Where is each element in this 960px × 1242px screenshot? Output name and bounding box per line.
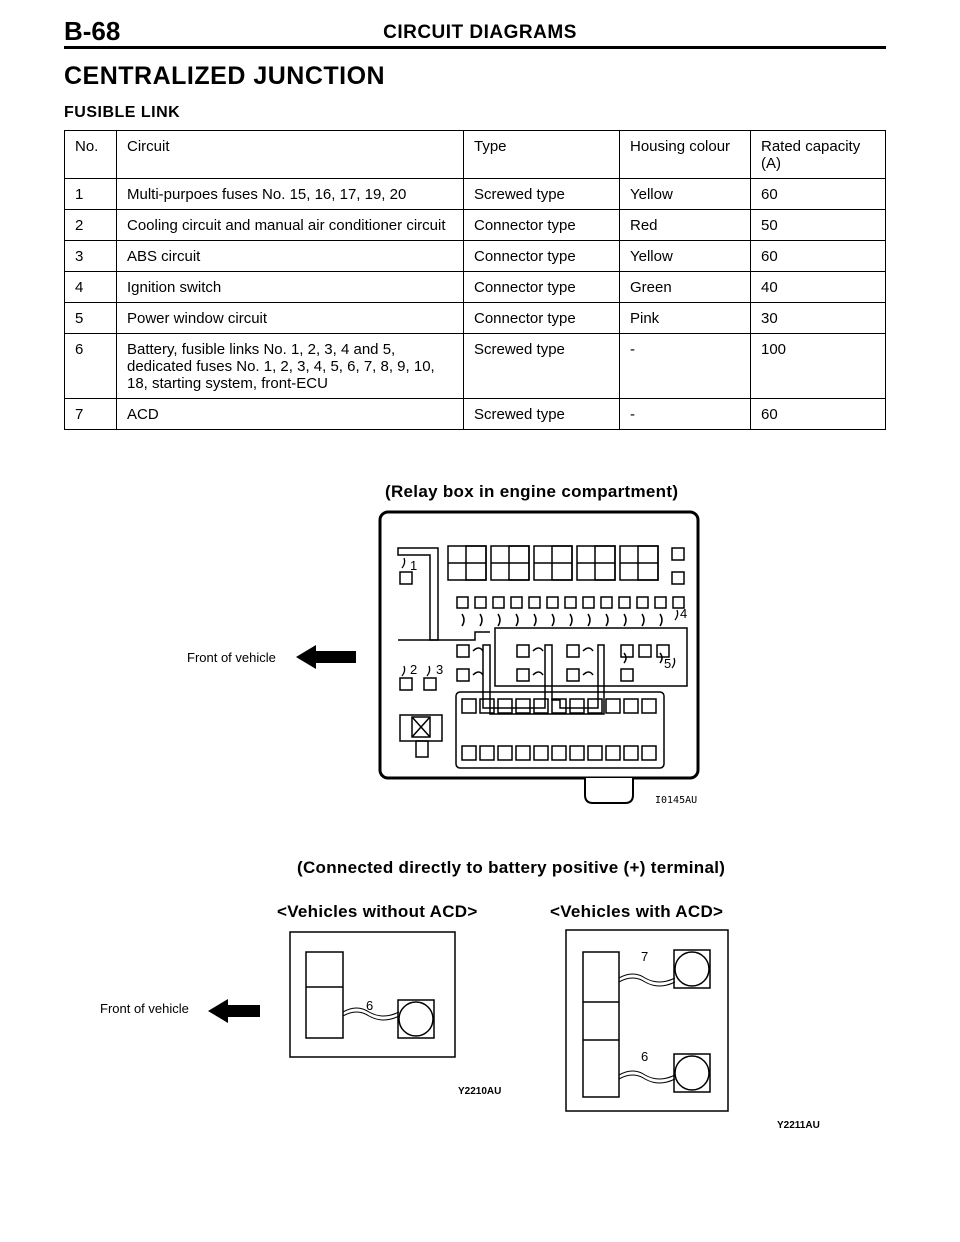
table-row: 5 Power window circuit Connector type Pi… — [64, 302, 886, 334]
cell-colour: Pink — [619, 302, 751, 334]
cell-no: 2 — [64, 209, 117, 241]
cell-type: Screwed type — [463, 178, 620, 210]
front-of-vehicle-label-2: Front of vehicle — [100, 1001, 189, 1016]
subsection-title: FUSIBLE LINK — [64, 104, 181, 121]
col-header-no: No. — [64, 130, 117, 179]
relay-fuse-label-4: 4 — [680, 606, 688, 621]
with-acd-caption: <Vehicles with ACD> — [550, 902, 724, 921]
front-of-vehicle-label: Front of vehicle — [187, 650, 276, 665]
cell-type: Connector type — [463, 240, 620, 272]
col-header-rated-capacity: Rated capacity (A) — [750, 130, 886, 179]
relay-fuse-label-5: 5 — [664, 656, 672, 671]
cell-circuit: ACD — [116, 398, 464, 430]
relay-fuse-label-3: 3 — [436, 662, 444, 677]
table-row: 1 Multi-purpoes fuses No. 15, 16, 17, 19… — [64, 178, 886, 210]
cell-type: Connector type — [463, 271, 620, 303]
cell-no: 7 — [64, 398, 117, 430]
header-rule — [64, 46, 886, 49]
battery-diagram — [208, 929, 729, 1112]
table-row: 7 ACD Screwed type - 60 — [64, 398, 886, 430]
table-row: 2 Cooling circuit and manual air conditi… — [64, 209, 886, 241]
battery-fuse-label-7: 7 — [641, 949, 649, 964]
cell-no: 6 — [64, 333, 117, 399]
table-row: 6 Battery, fusible links No. 1, 2, 3, 4 … — [64, 333, 886, 399]
cell-circuit: Ignition switch — [116, 271, 464, 303]
battery-caption: (Connected directly to battery positive … — [297, 858, 726, 877]
page-number: B-68 — [64, 16, 121, 46]
cell-type: Connector type — [463, 302, 620, 334]
cell-type: Screwed type — [463, 398, 620, 430]
cell-no: 5 — [64, 302, 117, 334]
header-title: CIRCUIT DIAGRAMS — [383, 22, 577, 43]
battery-fuse-label-6: 6 — [366, 998, 374, 1013]
cell-circuit: Multi-purpoes fuses No. 15, 16, 17, 19, … — [116, 178, 464, 210]
table-row: 4 Ignition switch Connector type Green 4… — [64, 271, 886, 303]
table-header-row: No. Circuit Type Housing colour Rated ca… — [64, 130, 886, 179]
cell-no: 4 — [64, 271, 117, 303]
front-arrow-icon — [296, 645, 356, 669]
cell-capacity: 50 — [750, 209, 886, 241]
table-row: 3 ABS circuit Connector type Yellow 60 — [64, 240, 886, 272]
col-header-circuit: Circuit — [116, 130, 464, 179]
with-acd-figure-code: Y2211AU — [777, 1120, 820, 1131]
cell-capacity: 30 — [750, 302, 886, 334]
cell-colour: Green — [619, 271, 751, 303]
col-header-type: Type — [463, 130, 620, 179]
cell-circuit: Battery, fusible links No. 1, 2, 3, 4 an… — [116, 333, 464, 399]
cell-colour: - — [619, 333, 751, 399]
cell-no: 1 — [64, 178, 117, 210]
cell-colour: - — [619, 398, 751, 430]
relay-box-figure-code: I0145AU — [655, 795, 698, 806]
cell-colour: Yellow — [619, 178, 751, 210]
without-acd-figure-code: Y2210AU — [458, 1086, 502, 1097]
cell-type: Screwed type — [463, 333, 620, 399]
cell-capacity: 60 — [750, 178, 886, 210]
relay-fuse-label-1: 1 — [410, 558, 418, 573]
relay-box-caption: (Relay box in engine compartment) — [385, 482, 679, 501]
cell-circuit: Cooling circuit and manual air condition… — [116, 209, 464, 241]
cell-circuit: Power window circuit — [116, 302, 464, 334]
cell-capacity: 60 — [750, 398, 886, 430]
without-acd-caption: <Vehicles without ACD> — [277, 902, 478, 921]
fusible-link-table: No. Circuit Type Housing colour Rated ca… — [64, 130, 886, 430]
cell-colour: Red — [619, 209, 751, 241]
battery-fuse-label-6-acd: 6 — [641, 1049, 649, 1064]
cell-capacity: 60 — [750, 240, 886, 272]
relay-fuse-label-2: 2 — [410, 662, 418, 677]
cell-capacity: 40 — [750, 271, 886, 303]
cell-colour: Yellow — [619, 240, 751, 272]
col-header-housing-colour: Housing colour — [619, 130, 751, 179]
cell-type: Connector type — [463, 209, 620, 241]
cell-circuit: ABS circuit — [116, 240, 464, 272]
cell-capacity: 100 — [750, 333, 886, 399]
cell-no: 3 — [64, 240, 117, 272]
front-arrow-icon — [208, 999, 260, 1023]
section-title: CENTRALIZED JUNCTION — [64, 62, 386, 90]
relay-box-diagram — [296, 510, 700, 804]
